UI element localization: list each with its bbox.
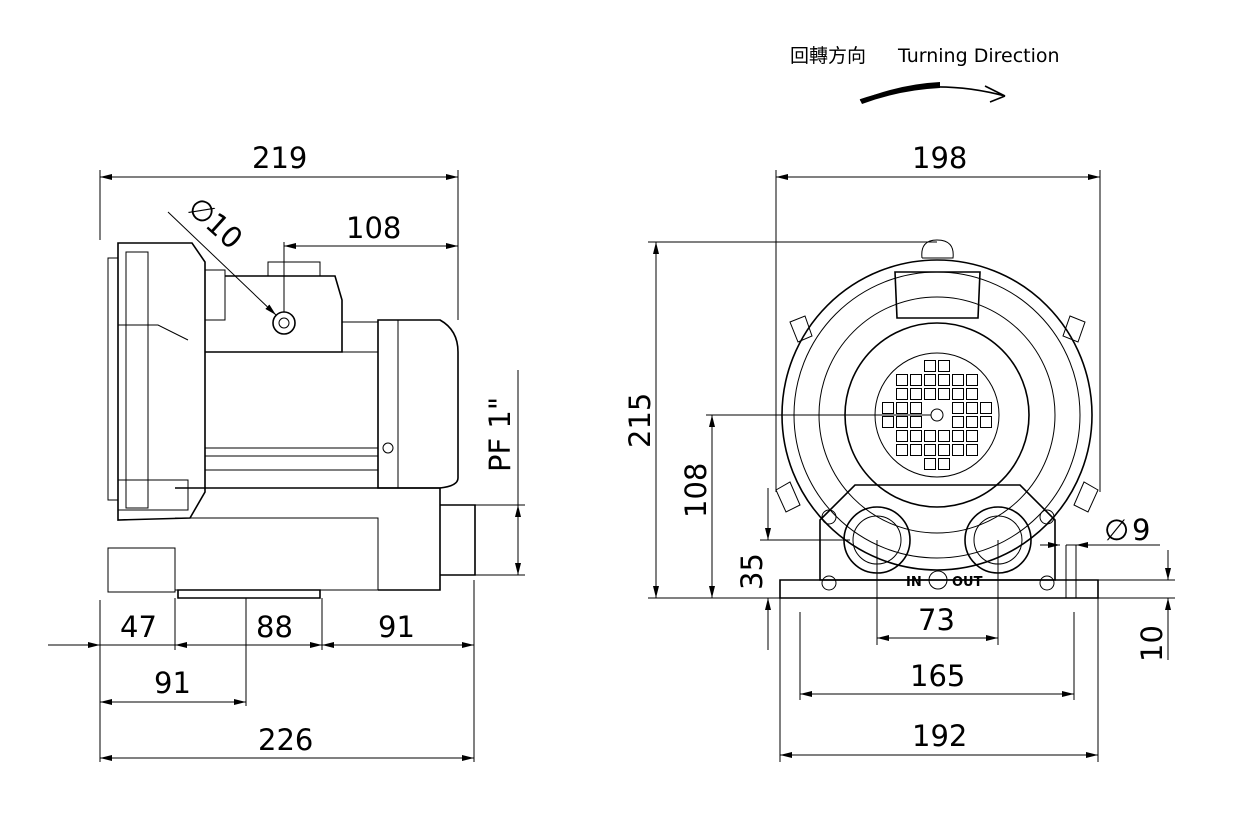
dim-label-108-front: 108 [679,463,713,518]
grille-square [938,374,950,386]
thread-label: PF 1" [483,397,517,472]
grille-square [924,374,936,386]
dim-side-108: 108 [283,211,458,312]
dim-label-88: 88 [256,610,293,644]
grille-square [966,402,978,414]
grille-square [966,416,978,428]
grille-square [952,402,964,414]
dim-label-198: 198 [912,141,967,175]
grille-square [896,444,908,456]
grille-square [966,374,978,386]
dim-label-165: 165 [910,659,965,693]
grille-square [938,388,950,400]
dim-label-192: 192 [912,719,967,753]
grille-square [910,388,922,400]
diameter-symbol-9: ∅ [1104,513,1129,547]
grille-square [896,374,908,386]
rotation-arrow-tail [860,82,940,104]
grille-square [910,444,922,456]
grille-square [938,444,950,456]
port-label-in: IN [906,575,922,590]
front-view: IN OUT 198 215 108 [623,141,1175,762]
dim-label-9: 9 [1132,513,1150,547]
turning-direction-zh: 回轉方向 [790,45,866,67]
grille-square [910,416,922,428]
dim-label-73: 73 [918,603,955,637]
grille-square [924,360,936,372]
grille-square [924,444,936,456]
grille-square [952,430,964,442]
dim-front-73: 73 [876,540,999,645]
grille-square [966,444,978,456]
grille-square [910,402,922,414]
grille-square [896,388,908,400]
front-view-body: IN OUT [775,239,1099,599]
dim-hole-10: ∅ 10 [167,190,277,316]
dim-side-bottom-chain: 47 88 91 [48,580,475,762]
grille-square [896,416,908,428]
dim-side-226: 226 [100,723,474,761]
dim-label-35: 35 [735,553,769,590]
grille-square [952,388,964,400]
grille-square [938,458,950,470]
grille-square [952,444,964,456]
dim-label-10: 10 [1135,625,1169,662]
dim-side-91-lower: 91 [100,666,246,705]
grille-square [980,402,992,414]
grille-square [966,388,978,400]
dim-mount-hole-9: ∅ 9 [1040,513,1160,598]
dim-front-165: 165 [799,612,1075,700]
dim-label-226: 226 [258,723,313,757]
turning-direction-en: Turning Direction [897,45,1060,67]
dim-label-47: 47 [120,610,157,644]
port-label-out: OUT [952,575,983,590]
grille-square [924,458,936,470]
dim-thread: PF 1" [475,370,525,576]
dim-label-219: 219 [252,141,307,175]
dim-front-198: 198 [775,141,1101,492]
grille-square [896,430,908,442]
dim-front-108: 108 [679,414,931,598]
dim-label-91-right: 91 [378,610,415,644]
grille-square [910,430,922,442]
grille-square [924,388,936,400]
grille-square [938,360,950,372]
dim-front-35: 35 [735,488,850,650]
grille-square [938,430,950,442]
dim-side-219: 219 [99,141,459,320]
dim-label-215: 215 [623,393,657,448]
grille-square [882,416,894,428]
grille-square [910,374,922,386]
motor-grille [882,360,992,470]
grille-square [966,430,978,442]
grille-square [952,416,964,428]
side-view: 219 108 ∅ 10 PF 1" [48,141,525,762]
dim-foot-10: 10 [1098,550,1175,662]
dim-label-108-side: 108 [346,211,401,245]
side-view-body [107,242,476,599]
grille-square [952,374,964,386]
turning-direction-header: 回轉方向 Turning Direction [790,45,1060,104]
dim-front-192: 192 [779,598,1099,762]
dim-front-215: 215 [623,241,937,599]
grille-square [896,402,908,414]
grille-square [980,416,992,428]
grille-square [882,402,894,414]
dim-label-91-left: 91 [154,666,191,700]
grille-square [924,430,936,442]
